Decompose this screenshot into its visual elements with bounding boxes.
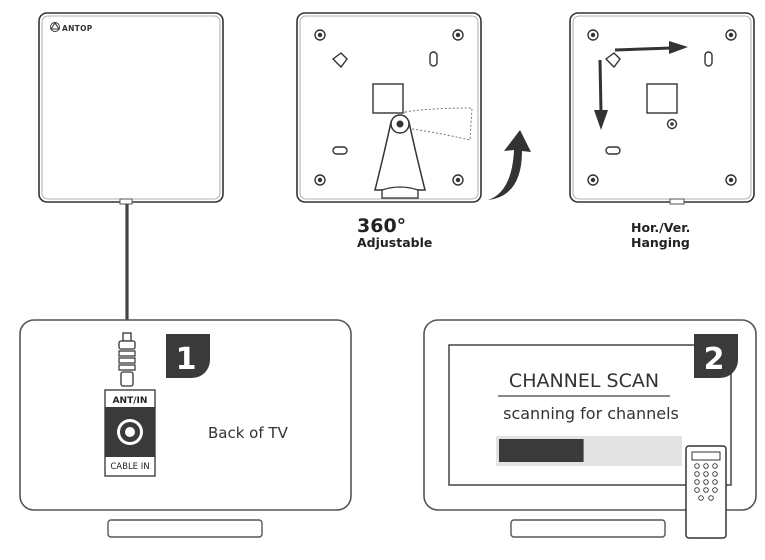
port-label-ant-in: ANT/IN [113,396,148,406]
antenna-back-hanging [569,12,755,205]
antenna-back-mount [296,12,482,203]
vertical-arrow-icon [594,59,608,130]
remote-control-icon [685,445,727,539]
scan-progress-fill [499,439,584,462]
tv-back [19,319,352,538]
step2-badge: 2 [694,334,738,378]
antenna-front: ANTOP [38,12,224,205]
antop-logo-icon [49,22,61,32]
rotate-arrow-icon [488,130,531,200]
step1-number: 1 [176,342,197,377]
hanging-line1: Hor./Ver. [631,220,690,235]
step2-number: 2 [704,342,725,377]
rotation-label: Adjustable [357,235,432,250]
channel-scan-subtitle: scanning for channels [503,404,679,423]
step1-badge: 1 [166,334,210,378]
rotation-degrees: 360° [357,215,406,237]
port-label-cable-in: CABLE IN [110,462,149,472]
hanging-line2: Hanging [631,235,690,250]
coax-connector-icon [118,332,136,387]
back-of-tv-label: Back of TV [208,424,289,442]
horizontal-arrow-icon [614,41,688,54]
brand-logo-text: ANTOP [62,24,93,33]
channel-scan-title: CHANNEL SCAN [509,370,659,392]
